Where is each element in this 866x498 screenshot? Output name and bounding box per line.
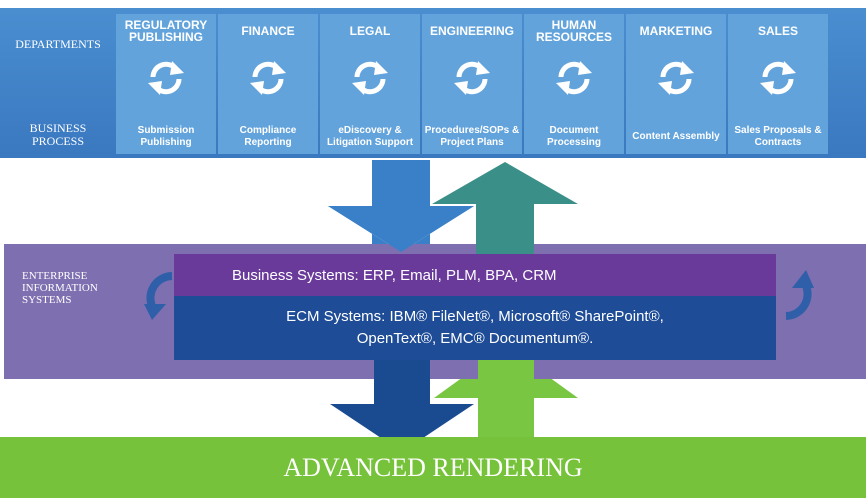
sync-icon [757, 57, 799, 99]
department-title: FINANCE [241, 24, 295, 38]
business-systems-text: Business Systems: ERP, Email, PLM, BPA, … [232, 266, 557, 284]
department-title: MARKETING [639, 24, 713, 38]
advanced-rendering-band: ADVANCED RENDERING [0, 437, 866, 498]
department-title: HUMAN RESOURCES [535, 18, 612, 44]
department-title: LEGAL [349, 24, 391, 38]
department-title: SALES [757, 24, 798, 38]
down-arrow-to-enterprise-front [328, 206, 474, 252]
ecm-systems-line1: ECM Systems: IBM® FileNet®, Microsoft® S… [286, 308, 664, 325]
department-process: Procedures/SOPs & Project Plans [424, 125, 520, 148]
department-column: ENGINEERING Procedures/SOPs & Project Pla… [422, 14, 522, 154]
sync-icon [247, 57, 289, 99]
department-title: ENGINEERING [429, 24, 514, 38]
up-arrow-to-enterprise-front [478, 358, 534, 380]
department-process: eDiscovery & Litigation Support [326, 125, 414, 148]
cycle-arrow-left-icon [144, 272, 173, 320]
cycle-arrow-right-icon [785, 270, 814, 320]
department-column: HUMAN RESOURCES Document Processing [524, 14, 624, 154]
business-process-label: BUSINESS PROCESS [29, 121, 87, 148]
department-column: FINANCE Compliance Reporting [218, 14, 318, 154]
sync-icon [553, 57, 595, 99]
department-column: SALES Sales Proposals & Contracts [728, 14, 828, 154]
up-arrow-to-enterprise [434, 346, 578, 440]
sync-icon [145, 57, 187, 99]
department-column: REGULATORY PUBLISHING Submission Publishi… [116, 14, 216, 154]
enterprise-systems-label: ENTERPRISE INFORMATION SYSTEMS [22, 270, 98, 306]
down-arrow-to-rendering-front [374, 358, 430, 380]
department-process: Submission Publishing [137, 125, 195, 148]
department-process: Document Processing [547, 125, 601, 148]
up-arrow-to-departments-front [476, 244, 534, 254]
department-process: Sales Proposals & Contracts [734, 125, 822, 148]
sync-icon [655, 57, 697, 99]
advanced-rendering-label: ADVANCED RENDERING [283, 452, 583, 482]
sync-icon [349, 57, 391, 99]
sync-icon [451, 57, 493, 99]
department-process: Content Assembly [632, 131, 720, 142]
department-title: REGULATORY PUBLISHING [124, 18, 208, 44]
down-arrow-to-rendering [330, 340, 474, 452]
business-systems-box: Business Systems: ERP, Email, PLM, BPA, … [174, 254, 776, 296]
department-process: Compliance Reporting [239, 125, 297, 148]
departments-label: DEPARTMENTS [15, 37, 101, 51]
ecm-systems-line2: OpenText®, EMC® Documentum®. [356, 330, 594, 347]
ecm-systems-box: ECM Systems: IBM® FileNet®, Microsoft® S… [174, 296, 776, 360]
up-arrow-to-departments [432, 162, 578, 252]
department-column: MARKETING Content Assembly [626, 14, 726, 154]
department-column: LEGAL eDiscovery & Litigation Support [320, 14, 420, 154]
